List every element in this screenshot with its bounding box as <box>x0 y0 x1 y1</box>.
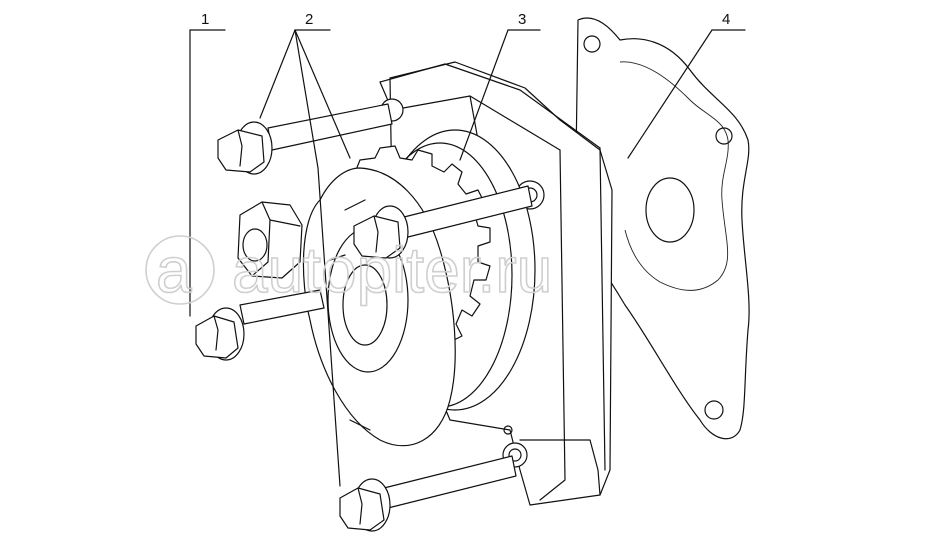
bolt-part-2-upper <box>217 103 393 175</box>
bolt-part-2-middle <box>353 185 533 259</box>
gasket-hole-bottom <box>704 400 724 420</box>
callout-3: 3 <box>518 11 526 28</box>
watermark-logo-letter: a <box>156 234 192 306</box>
gasket-hole-top <box>583 35 601 53</box>
callout-1: 1 <box>201 11 209 28</box>
callout-2: 2 <box>305 11 313 28</box>
leader-lines <box>189 29 746 487</box>
drive-gear <box>302 145 491 447</box>
gear-bore <box>342 264 388 346</box>
gasket-hole-right <box>715 127 733 145</box>
gasket-part-4 <box>574 17 750 440</box>
bolt-part-1 <box>195 289 325 361</box>
watermark: a autopiter.ru <box>145 233 553 307</box>
watermark-text: autopiter.ru <box>232 234 552 306</box>
callout-4: 4 <box>722 11 730 28</box>
shaft-nut <box>237 201 303 279</box>
watermark-logo-ring <box>145 235 215 305</box>
gasket-center-bore <box>645 177 695 243</box>
bolt-part-2-lower <box>339 455 517 532</box>
